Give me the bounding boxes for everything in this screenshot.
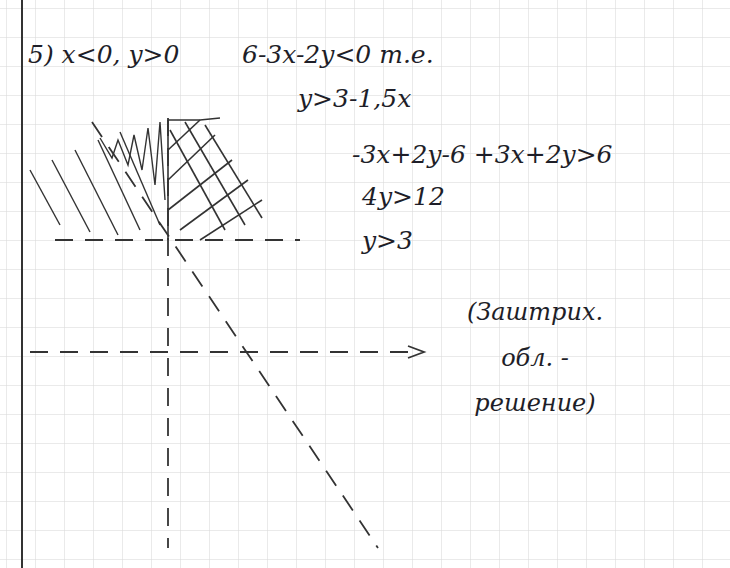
handwritten-math: 4y>12 bbox=[362, 182, 445, 212]
note: (Заштрих. обл. - решение) bbox=[440, 290, 630, 427]
handwritten-math: y>3 bbox=[362, 226, 413, 256]
handwritten-math: -3x+2y-6 +3x+2y>6 bbox=[352, 140, 613, 170]
axis-arrow bbox=[408, 346, 424, 358]
handwritten-math: 6-3x-2y<0 т.е. bbox=[242, 40, 434, 70]
cross-hatching bbox=[168, 118, 262, 240]
handwritten-math: 5) x<0, y>0 bbox=[28, 40, 179, 70]
hatching bbox=[30, 122, 165, 235]
axes bbox=[30, 118, 415, 548]
handwritten-math: y>3-1,5x bbox=[298, 84, 411, 114]
margin-line bbox=[21, 0, 23, 568]
